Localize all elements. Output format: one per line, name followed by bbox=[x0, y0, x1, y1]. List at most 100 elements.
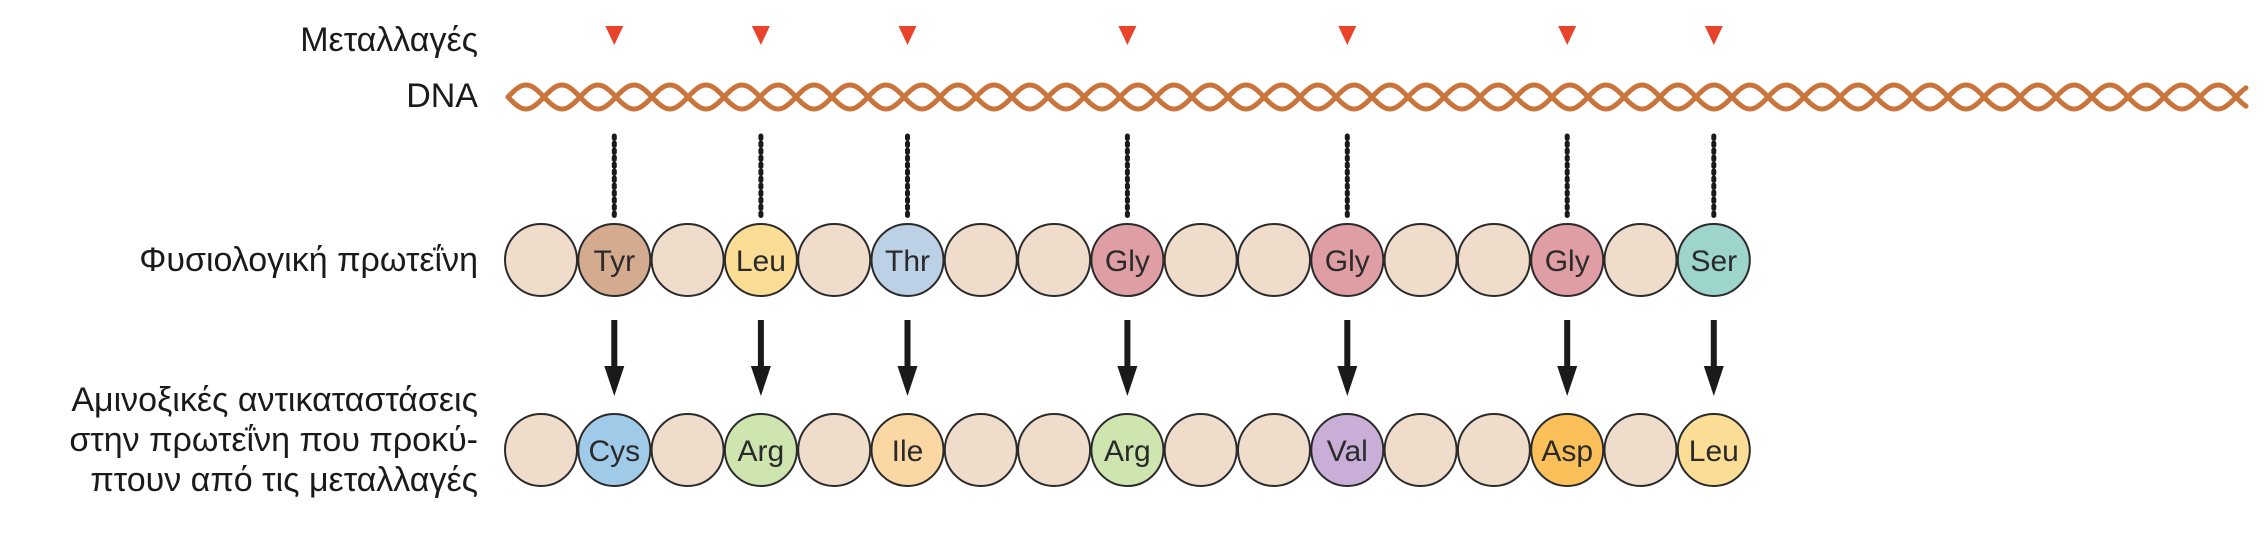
normal-protein-row: Tyr Leu Thr Gly Gly Gly Ser bbox=[504, 223, 1751, 297]
dna-double-helix bbox=[505, 82, 2249, 112]
arrow-head bbox=[897, 366, 918, 396]
mutant-residue-bead-circle bbox=[797, 413, 872, 487]
mutant-residue-bead bbox=[1456, 413, 1531, 487]
dna-label: DNA bbox=[406, 77, 478, 115]
mutant-residue-ile-circle bbox=[870, 413, 945, 487]
normal-residue-bead bbox=[1163, 223, 1238, 297]
normal-residue-tyr: Tyr bbox=[577, 223, 652, 297]
mutant-residue-label: Asp bbox=[1541, 435, 1593, 468]
mutations-label: Μεταλλαγές bbox=[300, 21, 478, 59]
mutation-markers bbox=[605, 26, 1723, 45]
normal-residue-gly-circle bbox=[1090, 223, 1165, 297]
mutant-residue-bead bbox=[1163, 413, 1238, 487]
normal-residue-bead bbox=[650, 223, 725, 297]
mutant-residue-leu: Leu bbox=[1676, 413, 1751, 487]
substitutions-label-line-2: στην πρωτεΐνη που προκύ- bbox=[69, 421, 478, 459]
substitution-arrow bbox=[897, 320, 918, 396]
substitution-arrow bbox=[1703, 320, 1724, 396]
normal-residue-bead-circle bbox=[650, 223, 725, 297]
mutant-residue-label: Arg bbox=[1104, 435, 1151, 468]
mutant-residue-asp-circle bbox=[1530, 413, 1605, 487]
mutant-residue-val-circle bbox=[1310, 413, 1385, 487]
mutation-marker bbox=[1558, 26, 1577, 45]
normal-residue-label: Ser bbox=[1690, 245, 1737, 278]
dna-strand-2 bbox=[505, 82, 2249, 112]
arrow-head bbox=[1117, 366, 1138, 396]
mutant-residue-arg-circle bbox=[1090, 413, 1165, 487]
mutant-residue-cys-circle bbox=[577, 413, 652, 487]
mutant-residue-leu-circle bbox=[1676, 413, 1751, 487]
normal-residue-bead-circle bbox=[504, 223, 578, 297]
mutant-residue-arg-circle bbox=[723, 413, 798, 487]
mutant-residue-label: Val bbox=[1327, 435, 1368, 468]
substitution-arrows bbox=[604, 320, 1724, 396]
normal-residue-label: Thr bbox=[885, 245, 930, 278]
arrow-head bbox=[1703, 366, 1724, 396]
mutant-residue-cys: Cys bbox=[577, 413, 652, 487]
mutation-marker bbox=[898, 26, 917, 45]
substitutions-label-line-1: Αμινοξικές αντικαταστάσεις bbox=[71, 381, 478, 419]
mutant-residue-bead-circle bbox=[650, 413, 725, 487]
arrow-head bbox=[750, 366, 771, 396]
normal-residue-bead-circle bbox=[1017, 223, 1092, 297]
normal-residue-label: Gly bbox=[1105, 245, 1150, 278]
mutant-residue-bead-circle bbox=[504, 413, 578, 487]
normal-residue-bead bbox=[1237, 223, 1311, 297]
dotted-connectors bbox=[611, 133, 1717, 221]
mutant-residue-ile: Ile bbox=[870, 413, 945, 487]
mutation-marker bbox=[1118, 26, 1137, 45]
mutant-residue-bead bbox=[650, 413, 725, 487]
normal-residue-bead bbox=[1456, 223, 1531, 297]
mutant-residue-bead-circle bbox=[1017, 413, 1092, 487]
mutant-residue-bead bbox=[504, 413, 578, 487]
normal-protein-label: Φυσιολογική πρωτεΐνη bbox=[139, 241, 478, 279]
mutant-residue-label: Ile bbox=[892, 435, 924, 468]
mutant-residue-bead-circle bbox=[1383, 413, 1458, 487]
arrow-head bbox=[1337, 366, 1358, 396]
mutant-residue-bead bbox=[1383, 413, 1458, 487]
normal-residue-gly: Gly bbox=[1310, 223, 1385, 297]
mutant-residue-bead bbox=[1603, 413, 1678, 487]
normal-residue-ser-circle bbox=[1676, 223, 1751, 297]
mutant-residue-asp: Asp bbox=[1530, 413, 1605, 487]
normal-residue-bead-circle bbox=[1163, 223, 1238, 297]
substitution-arrow bbox=[1117, 320, 1138, 396]
normal-residue-label: Gly bbox=[1545, 245, 1590, 278]
mutation-marker bbox=[1338, 26, 1357, 45]
normal-residue-bead bbox=[797, 223, 872, 297]
substitution-arrow bbox=[1557, 320, 1578, 396]
substitution-arrow bbox=[1337, 320, 1358, 396]
mutant-residue-bead-circle bbox=[1237, 413, 1311, 487]
normal-residue-bead-circle bbox=[1603, 223, 1678, 297]
mutation-marker bbox=[751, 26, 770, 45]
mutant-residue-bead-circle bbox=[1456, 413, 1531, 487]
mutant-residue-bead bbox=[1017, 413, 1092, 487]
normal-residue-gly-circle bbox=[1530, 223, 1605, 297]
arrow-head bbox=[1557, 366, 1578, 396]
normal-residue-bead bbox=[1603, 223, 1678, 297]
substitutions-label: Αμινοξικές αντικαταστάσεις στην πρωτεΐνη… bbox=[69, 380, 478, 500]
normal-residue-leu: Leu bbox=[723, 223, 798, 297]
normal-residue-bead bbox=[1383, 223, 1458, 297]
normal-residue-bead bbox=[943, 223, 1018, 297]
substitution-arrow bbox=[604, 320, 625, 396]
mutant-residue-label: Arg bbox=[738, 435, 785, 468]
normal-residue-label: Leu bbox=[736, 245, 786, 278]
substitutions-label-line-3: πτουν από τις μεταλλαγές bbox=[90, 461, 478, 499]
mutant-residue-bead bbox=[1237, 413, 1311, 487]
normal-residue-bead-circle bbox=[1456, 223, 1531, 297]
mutant-residue-label: Leu bbox=[1689, 435, 1739, 468]
mutant-residue-bead bbox=[943, 413, 1018, 487]
normal-residue-bead-circle bbox=[943, 223, 1018, 297]
mutation-marker bbox=[1704, 26, 1723, 45]
normal-residue-gly-circle bbox=[1310, 223, 1385, 297]
normal-residue-bead-circle bbox=[797, 223, 872, 297]
normal-residue-gly: Gly bbox=[1530, 223, 1605, 297]
normal-residue-tyr-circle bbox=[577, 223, 652, 297]
normal-residue-bead-circle bbox=[1237, 223, 1311, 297]
substitution-arrow bbox=[750, 320, 771, 396]
mutant-residue-bead-circle bbox=[1603, 413, 1678, 487]
normal-residue-thr: Thr bbox=[870, 223, 945, 297]
normal-residue-label: Tyr bbox=[593, 245, 635, 278]
